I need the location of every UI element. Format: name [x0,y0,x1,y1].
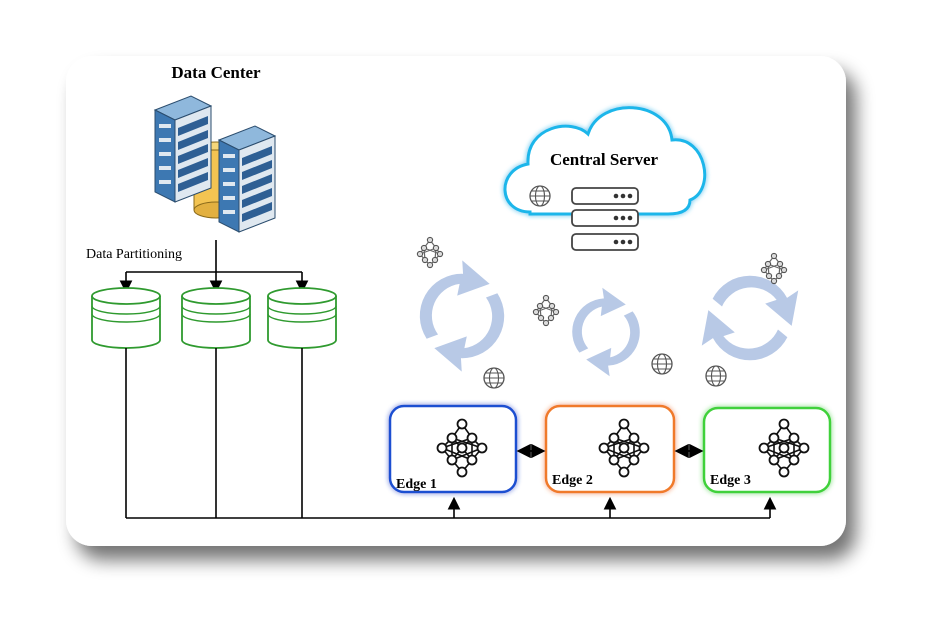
edge-label: Edge 2 [552,473,593,488]
central-server-label: Central Server [550,150,659,169]
globe-icon [529,185,551,207]
database-icon [91,287,337,349]
edge-node-3: Edge 3 [702,406,832,494]
globe-icon [705,365,727,387]
partition-label: Data Partitioning [86,247,182,262]
partition-connectors [119,240,309,294]
globe-icon [651,353,673,375]
edge-node-2: Edge 2 [544,404,676,494]
edge-label: Edge 3 [710,473,751,488]
edge-node-1: Edge 1 [388,404,518,494]
server-stack-icon [571,187,639,251]
server-rack-icon [154,95,276,233]
cloud-icon [503,106,707,216]
globe-icon [483,367,505,389]
data-center-title: Data Center [171,63,261,82]
edge-label: Edge 1 [396,477,437,492]
data-bus [125,348,777,519]
